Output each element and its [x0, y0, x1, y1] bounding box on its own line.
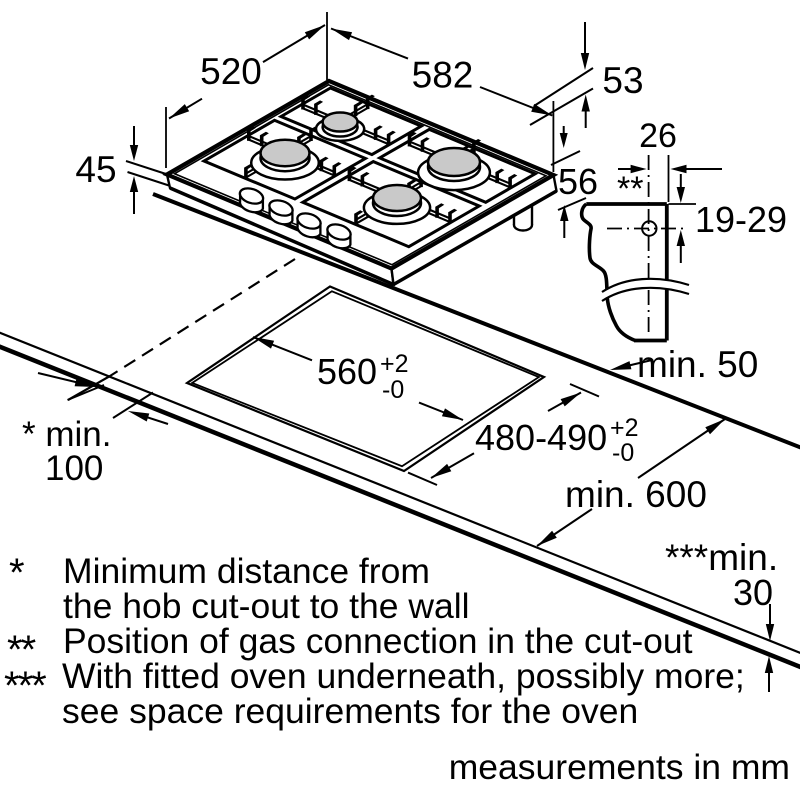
svg-text:**: ** [7, 628, 36, 672]
svg-text:+2: +2 [610, 414, 639, 442]
svg-text:-0: -0 [612, 439, 634, 467]
svg-text:***: *** [4, 664, 46, 708]
svg-text:see space requirements for the: see space requirements for the oven [62, 691, 638, 731]
svg-text:the hob cut-out to the wall: the hob cut-out to the wall [63, 586, 470, 626]
svg-text:-0: -0 [382, 376, 404, 404]
svg-text:Position of gas connection in: Position of gas connection in the cut-ou… [63, 621, 693, 661]
svg-text:582: 582 [412, 55, 474, 96]
svg-text:560: 560 [317, 351, 377, 392]
svg-text:**: ** [617, 170, 643, 208]
svg-text:+2: +2 [380, 350, 409, 378]
svg-text:26: 26 [639, 117, 677, 155]
svg-text:* min.: * min. [22, 415, 111, 454]
svg-text:With fitted oven underneath, p: With fitted oven underneath, possibly mo… [62, 656, 745, 696]
svg-text:min. 600: min. 600 [565, 474, 707, 515]
svg-text:measurements in mm: measurements in mm [449, 747, 790, 787]
svg-text:100: 100 [45, 449, 103, 488]
svg-text:*: * [9, 551, 25, 595]
svg-text:45: 45 [75, 149, 116, 190]
svg-text:***min.: ***min. [665, 537, 778, 578]
svg-text:56: 56 [558, 161, 598, 202]
svg-text:min. 50: min. 50 [637, 344, 758, 385]
svg-text:520: 520 [200, 51, 262, 92]
svg-text:53: 53 [602, 60, 643, 101]
svg-text:19-29: 19-29 [695, 199, 787, 240]
svg-text:30: 30 [733, 572, 773, 613]
svg-text:480-490: 480-490 [475, 417, 607, 458]
svg-text:Minimum distance from: Minimum distance from [63, 551, 430, 591]
